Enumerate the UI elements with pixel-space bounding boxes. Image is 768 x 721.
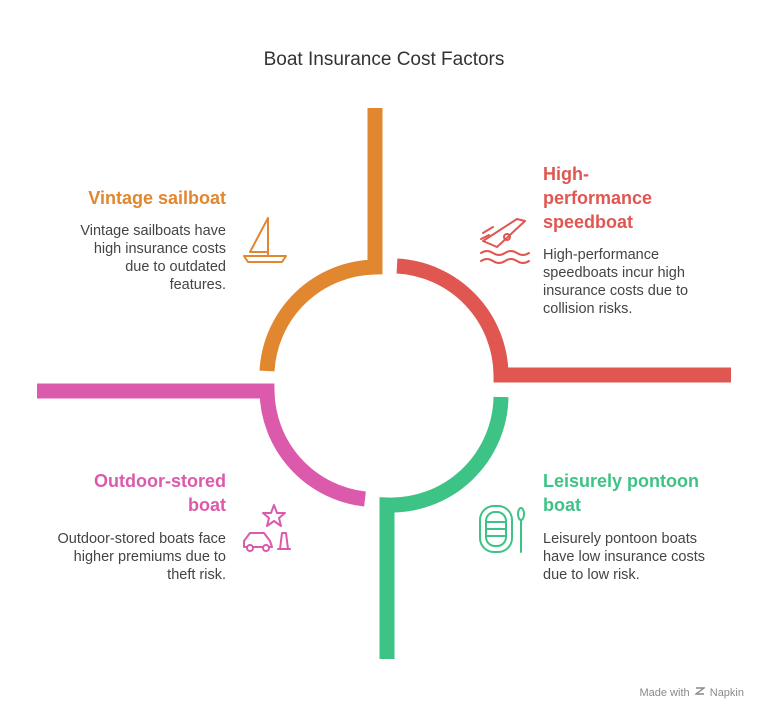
green-arc [379,396,509,659]
orange-arc [259,108,383,372]
watermark-made-with: Made with [639,687,690,699]
outdoor-stored-heading: Outdoor-stored boat [94,471,226,515]
speedboat-desc: High-performance speedboats incur high i… [543,247,689,317]
pontoon-heading: Leisurely pontoon boat [543,471,700,515]
napkin-logo-icon [693,686,706,699]
sailboat-icon [243,217,287,263]
car-star-icon [243,504,291,552]
diagram-title: Boat Insurance Cost Factors [263,49,505,70]
speedboat-icon [480,218,530,264]
outdoor-stored-desc: Outdoor-stored boats face higher premium… [57,531,226,583]
pontoon-boat-icon [479,505,525,553]
napkin-watermark[interactable]: Made with Napkin [639,686,744,699]
vintage-sailboat-desc: Vintage sailboats have high insurance co… [80,223,226,293]
pink-arc [37,383,366,507]
pontoon-desc: Leisurely pontoon boats have low insuran… [543,531,705,583]
watermark-brand: Napkin [709,687,744,699]
speedboat-heading: High-performance speedboat [543,164,653,232]
red-arc [396,258,731,383]
vintage-sailboat-heading: Vintage sailboat [88,188,226,208]
